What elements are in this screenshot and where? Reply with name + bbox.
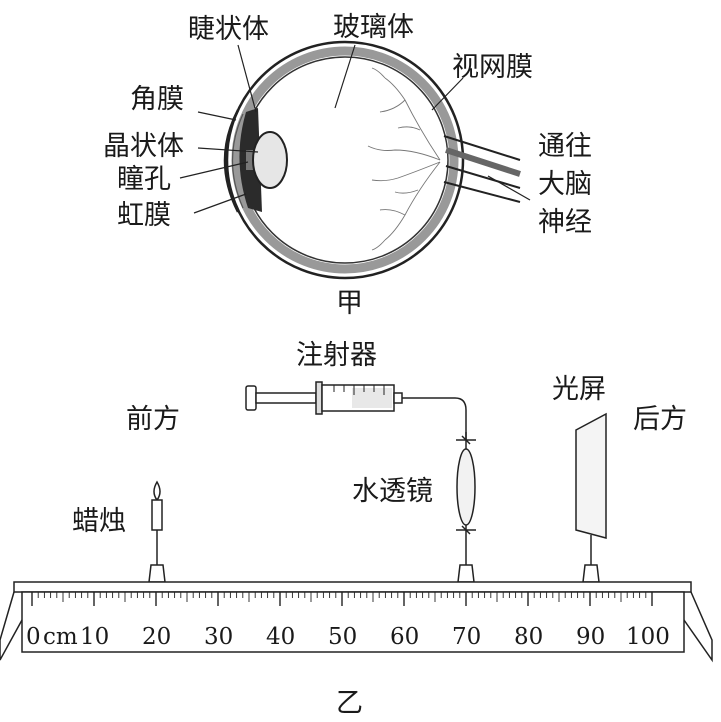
ruler-label-90: 90 (576, 624, 605, 650)
ruler-label-80: 80 (514, 624, 543, 650)
label-pupil: 瞳孔 (117, 164, 171, 195)
water-lens (456, 432, 476, 583)
label-water-lens: 水透镜 (352, 476, 433, 507)
ruler-label-100: 100 (626, 624, 670, 650)
label-screen: 光屏 (552, 374, 606, 405)
label-nerve-line2: 大脑 (538, 169, 592, 200)
eye-cornea (223, 109, 240, 213)
candle (148, 480, 166, 583)
ruler-label-30: 30 (204, 624, 233, 650)
optical-bench: 注射器 前方 光屏 后方 水透镜 蜡烛 (0, 340, 713, 719)
ruler-ticks (31, 592, 653, 606)
caption-figure-b: 乙 (336, 688, 363, 719)
label-syringe: 注射器 (296, 340, 377, 371)
label-retina: 视网膜 (452, 52, 533, 83)
eye-lens (252, 131, 288, 189)
ruler-label-20: 20 (142, 624, 171, 650)
label-iris: 虹膜 (117, 200, 171, 231)
ruler-unit: cm (43, 624, 78, 650)
label-candle: 蜡烛 (72, 506, 126, 537)
label-front: 前方 (126, 404, 180, 435)
label-back: 后方 (633, 404, 687, 435)
ruler-label-10: 10 (80, 624, 109, 650)
syringe (245, 381, 467, 440)
ruler-label-0: 0 (26, 624, 41, 650)
label-vitreous-body: 玻璃体 (333, 12, 414, 43)
eye-leader-lines (179, 44, 531, 214)
light-screen (575, 412, 607, 583)
bench-rail (0, 581, 713, 663)
label-nerve-line3: 神经 (538, 207, 592, 238)
label-cornea: 角膜 (130, 84, 184, 115)
ruler-label-70: 70 (452, 624, 481, 650)
label-nerve-line1: 通往 (538, 131, 592, 162)
flame (153, 480, 161, 502)
ruler-label-60: 60 (390, 624, 419, 650)
label-ciliary-body: 睫状体 (188, 14, 269, 45)
ruler-label-40: 40 (266, 624, 295, 650)
optic-nerve (443, 135, 521, 203)
ruler-label-50: 50 (328, 624, 357, 650)
caption-figure-a: 甲 (336, 288, 363, 319)
retina-vessels (367, 67, 441, 251)
eye-diagram: 睫状体 玻璃体 视网膜 角膜 晶状体 瞳孔 虹膜 通往 大脑 神经 甲 (103, 12, 592, 319)
label-lens: 晶状体 (103, 131, 184, 162)
